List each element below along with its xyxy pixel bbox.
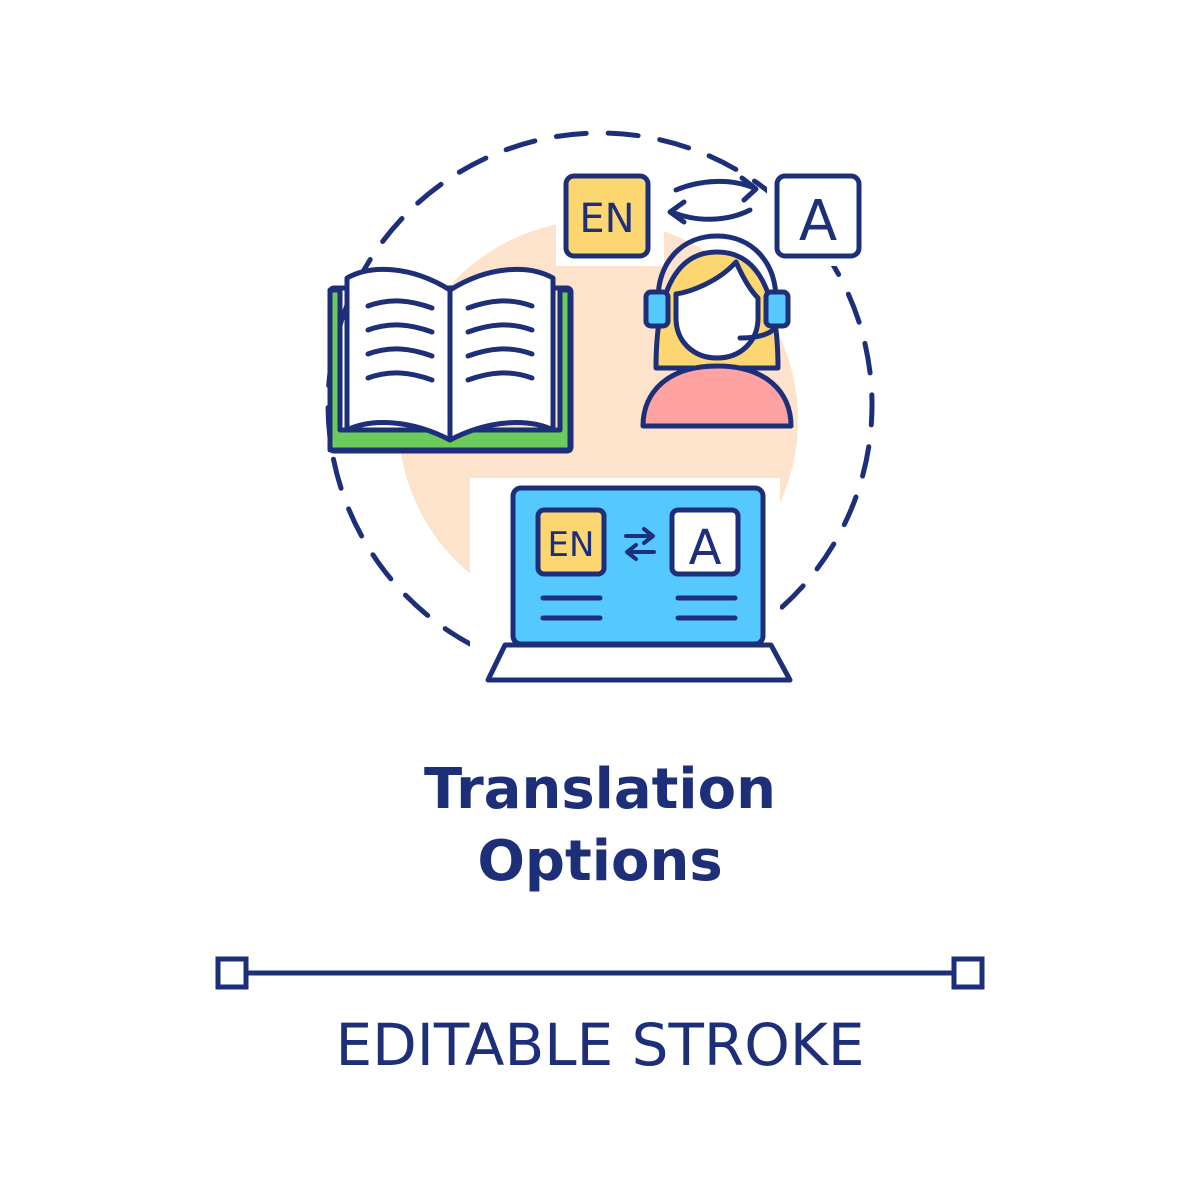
top-badge-a: A — [774, 173, 862, 259]
screen-badge-a-label: A — [689, 520, 722, 576]
translation-options-illustration: EN A EN — [325, 130, 875, 683]
operator-headset-icon — [640, 233, 794, 429]
stroke-start-handle[interactable] — [215, 956, 249, 990]
screen-badge-a: A — [669, 507, 741, 577]
editable-stroke-line — [215, 956, 985, 990]
top-badge-en: EN — [563, 173, 651, 259]
editable-stroke-caption: EDITABLE STROKE — [335, 1011, 865, 1079]
title-line-2: Options — [477, 829, 723, 894]
top-badge-a-label: A — [799, 189, 837, 254]
screen-badge-en-label: EN — [548, 525, 595, 565]
title-line-1: Translation — [424, 757, 776, 822]
screen-text-lines — [540, 595, 738, 621]
open-book-icon — [327, 266, 574, 454]
exchange-arrows-icon — [624, 527, 656, 561]
screen-badge-en: EN — [535, 507, 607, 577]
laptop-icon — [485, 485, 793, 683]
top-badge-en-label: EN — [579, 196, 634, 242]
stroke-end-handle[interactable] — [951, 956, 985, 990]
swap-arrows-icon — [667, 175, 759, 225]
